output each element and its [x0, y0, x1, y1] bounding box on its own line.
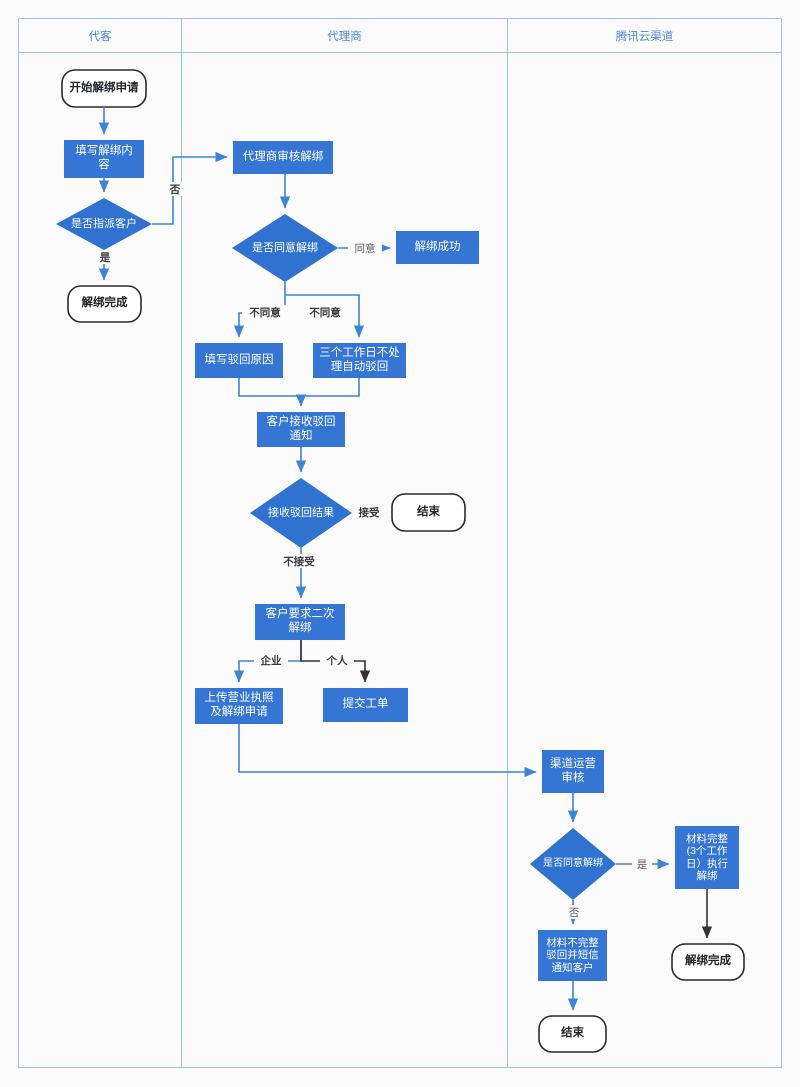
node-agent-review-unbind[interactable] — [233, 141, 333, 174]
node-fill-unbind-content[interactable] — [64, 140, 144, 178]
edge-label-result-accept: 接受 — [352, 505, 386, 519]
node-fill-reject-reason[interactable] — [195, 343, 283, 378]
edge-auto-notify — [301, 378, 360, 397]
edge-label-second-enterprise: 企业 — [254, 653, 288, 667]
edge-label-channel-no: 否 — [564, 905, 584, 919]
node-upload-license[interactable] — [195, 688, 283, 724]
node-unbind-success[interactable] — [396, 231, 479, 264]
lane-title-channel: 腾讯云渠道 — [615, 30, 674, 43]
edge-upload-channel — [238, 724, 537, 778]
node-unbind-complete-a[interactable] — [67, 285, 142, 323]
node-submit-ticket[interactable] — [323, 688, 408, 722]
edge-label-agree-no-left: 不同意 — [242, 305, 288, 319]
edge-label-second-personal: 个人 — [320, 653, 354, 667]
node-customer-receive-reject[interactable] — [257, 412, 345, 447]
edge-label-agree-yes: 同意 — [348, 241, 382, 255]
node-material-incomplete[interactable] — [538, 930, 607, 981]
node-customer-second-unbind[interactable] — [255, 604, 345, 640]
edge-reject-notify — [238, 378, 307, 407]
node-end-b[interactable] — [538, 1015, 607, 1053]
edge-label-assign-no: 否 — [165, 182, 185, 196]
lane-title-agent: 代理商 — [327, 30, 362, 43]
node-assign-customer-check[interactable] — [56, 198, 152, 250]
node-agree-unbind-check[interactable] — [232, 214, 338, 282]
edge-label-channel-yes: 是 — [632, 857, 652, 871]
lane-title-customer: 代客 — [88, 30, 112, 43]
edge-label-assign-yes: 是 — [95, 250, 115, 264]
edge-label-agree-no-right: 不同意 — [302, 305, 348, 319]
node-channel-ops-review[interactable] — [542, 750, 604, 793]
node-end-a[interactable] — [391, 493, 466, 532]
edge-agree-no-right — [285, 294, 365, 338]
node-auto-reject-3days[interactable] — [313, 343, 406, 378]
lane-frame — [18, 18, 782, 1068]
node-material-complete[interactable] — [675, 826, 739, 889]
node-channel-agree-check[interactable] — [530, 828, 616, 900]
node-receive-reject-result[interactable] — [250, 478, 352, 548]
node-start-unbind-request[interactable] — [61, 69, 147, 108]
edge-label-result-reject: 不接受 — [276, 554, 322, 568]
node-unbind-complete-b[interactable] — [671, 943, 745, 981]
